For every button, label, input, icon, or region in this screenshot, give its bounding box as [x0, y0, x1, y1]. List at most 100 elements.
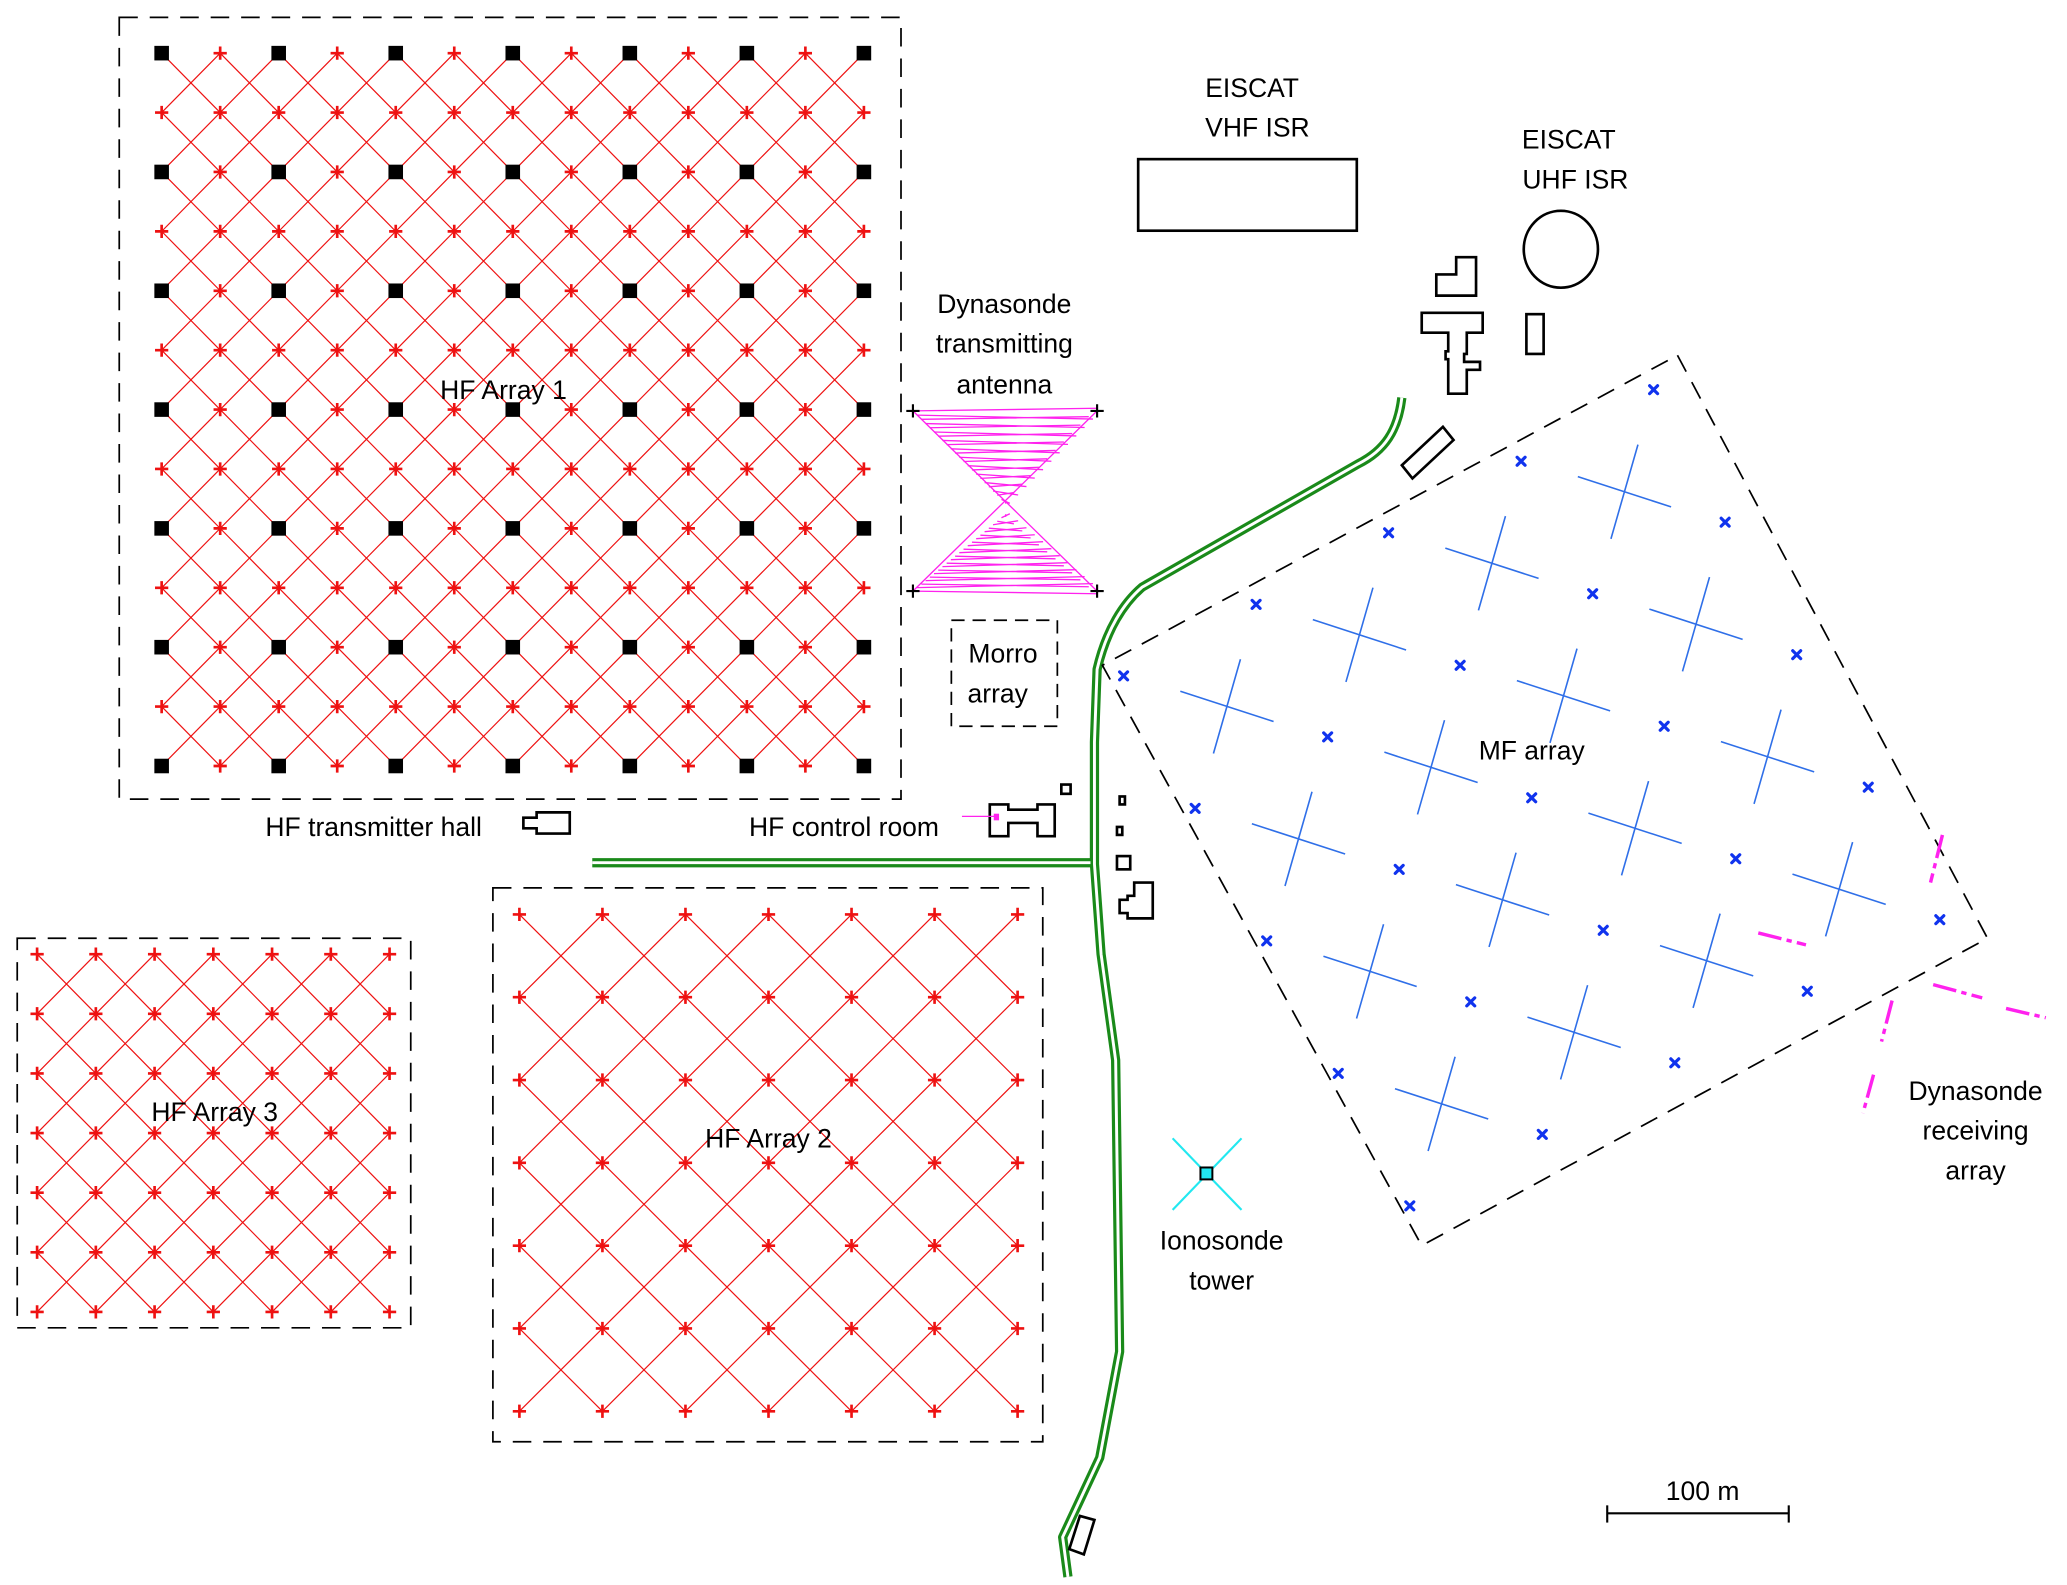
hf-wire	[161, 409, 221, 470]
mf-marker-x-icon	[1597, 924, 1609, 936]
hf-antenna-plus-icon	[844, 907, 859, 922]
hf-antenna-plus-icon	[213, 284, 227, 298]
hf-antenna-plus-icon	[213, 224, 227, 238]
hf-antenna-plus-icon	[324, 1305, 338, 1319]
hf-antenna-plus-icon	[30, 1305, 44, 1319]
hf-wire	[336, 230, 397, 292]
hf-wire	[278, 52, 338, 113]
hf-wire	[685, 996, 769, 1081]
hf-antenna-plus-icon	[564, 105, 578, 120]
hf-wire	[336, 290, 397, 351]
hf-antenna-plus-icon	[506, 224, 520, 238]
hf-array-2: HF Array 2	[492, 887, 1044, 1443]
building-small	[1115, 854, 1132, 871]
hf-wire	[768, 913, 852, 998]
mf-dipole-cross	[1527, 984, 1621, 1080]
hf-antenna-plus-icon	[89, 947, 103, 961]
dyn-tx-hatch	[912, 407, 1098, 595]
hf-module-icon	[505, 402, 521, 417]
building-small	[1525, 312, 1545, 356]
hf-wire	[36, 1251, 97, 1313]
hf-antenna-plus-icon	[206, 1186, 220, 1200]
hf-module-icon	[622, 402, 638, 417]
hf-array-2-label: HF Array 2	[705, 1124, 832, 1154]
hf-antenna-plus-icon	[330, 699, 344, 714]
hf-wire	[336, 112, 397, 173]
hf-wire	[336, 527, 397, 589]
hf-wire	[768, 1162, 852, 1247]
hf-wire	[629, 706, 689, 767]
hf-antenna-plus-icon	[30, 1007, 44, 1021]
hf-antenna-plus-icon	[324, 1007, 338, 1021]
hf-wire	[219, 171, 280, 232]
hf-wire	[512, 52, 572, 113]
hf-wire	[278, 230, 338, 292]
hf-module-icon	[856, 402, 872, 417]
hf-antenna-plus-icon	[512, 1404, 527, 1418]
hf-antenna-plus-icon	[389, 699, 403, 714]
hf-antenna-plus-icon	[382, 1126, 397, 1140]
hf-wire	[161, 112, 221, 173]
hf-antenna-plus-icon	[30, 1245, 44, 1259]
hf-module-icon	[154, 402, 169, 417]
building-small	[1118, 795, 1127, 806]
mf-dipole-cross	[1659, 913, 1754, 1009]
hf-antenna-plus-icon	[447, 640, 461, 654]
hf-wire	[746, 409, 806, 470]
hf-module-icon	[739, 639, 755, 655]
hf-wire	[518, 1079, 603, 1164]
hf-antenna-plus-icon	[147, 1305, 162, 1319]
hf-module-icon	[505, 283, 521, 299]
mf-marker-x-icon	[1934, 914, 1946, 926]
hf-antenna-plus-icon	[330, 165, 344, 179]
hf-module-icon	[739, 402, 755, 417]
hf-wire	[219, 409, 280, 470]
hf-wire	[95, 1013, 156, 1074]
hf-module-icon	[739, 521, 755, 536]
mf-dipole-cross	[1455, 852, 1550, 948]
hf-antenna-plus-icon	[761, 1404, 776, 1418]
hf-module-icon	[271, 639, 286, 655]
morro-array: Morro array	[950, 619, 1059, 728]
hf-array-2-antennas	[512, 907, 1025, 1418]
hf-wire	[746, 527, 806, 589]
hf-antenna-plus-icon	[147, 947, 162, 961]
hf-antenna-plus-icon	[382, 1305, 397, 1319]
hf-antenna-plus-icon	[506, 581, 520, 595]
mf-marker-x-icon	[1515, 455, 1527, 467]
hf-antenna-plus-icon	[623, 105, 637, 120]
hf-module-icon	[739, 283, 755, 299]
building-main	[1420, 311, 1484, 395]
hf-antenna-plus-icon	[389, 462, 403, 476]
hf-wire	[934, 913, 1019, 998]
hf-antenna-plus-icon	[678, 990, 693, 1004]
hf-antenna-plus-icon	[30, 1066, 44, 1081]
road-side-buildings	[1115, 795, 1155, 920]
mf-marker-x-icon	[1393, 863, 1405, 875]
hf-wire	[161, 52, 221, 113]
hf-array-3-boundary	[16, 937, 412, 1329]
hf-wire	[278, 112, 338, 173]
mf-dipole-cross	[1394, 1056, 1489, 1152]
hf-antenna-plus-icon	[564, 224, 578, 238]
hf-wire	[629, 112, 689, 173]
hf-wire	[36, 1013, 97, 1074]
hf-antenna-plus-icon	[447, 581, 461, 595]
hf-antenna-plus-icon	[761, 907, 776, 922]
hf-wire	[804, 171, 865, 232]
hf-antenna-plus-icon	[761, 1239, 776, 1253]
hf-wire	[453, 527, 514, 589]
hf-antenna-plus-icon	[506, 699, 520, 714]
hf-wire	[219, 290, 280, 351]
mf-dipole-cross	[1649, 576, 1743, 672]
hf-transmitter-hall-label: HF transmitter hall	[265, 812, 481, 842]
morro-array-label-1: Morro	[968, 639, 1037, 669]
hf-wire	[219, 112, 280, 173]
hf-wire	[934, 1328, 1019, 1412]
hf-antenna-plus-icon	[506, 462, 520, 476]
hf-antenna-plus-icon	[447, 462, 461, 476]
hf-wire	[512, 706, 572, 767]
dynasonde-receiving-array: Dynasonde receiving array	[1757, 834, 2047, 1185]
mf-marker-x-icon	[1730, 853, 1742, 865]
